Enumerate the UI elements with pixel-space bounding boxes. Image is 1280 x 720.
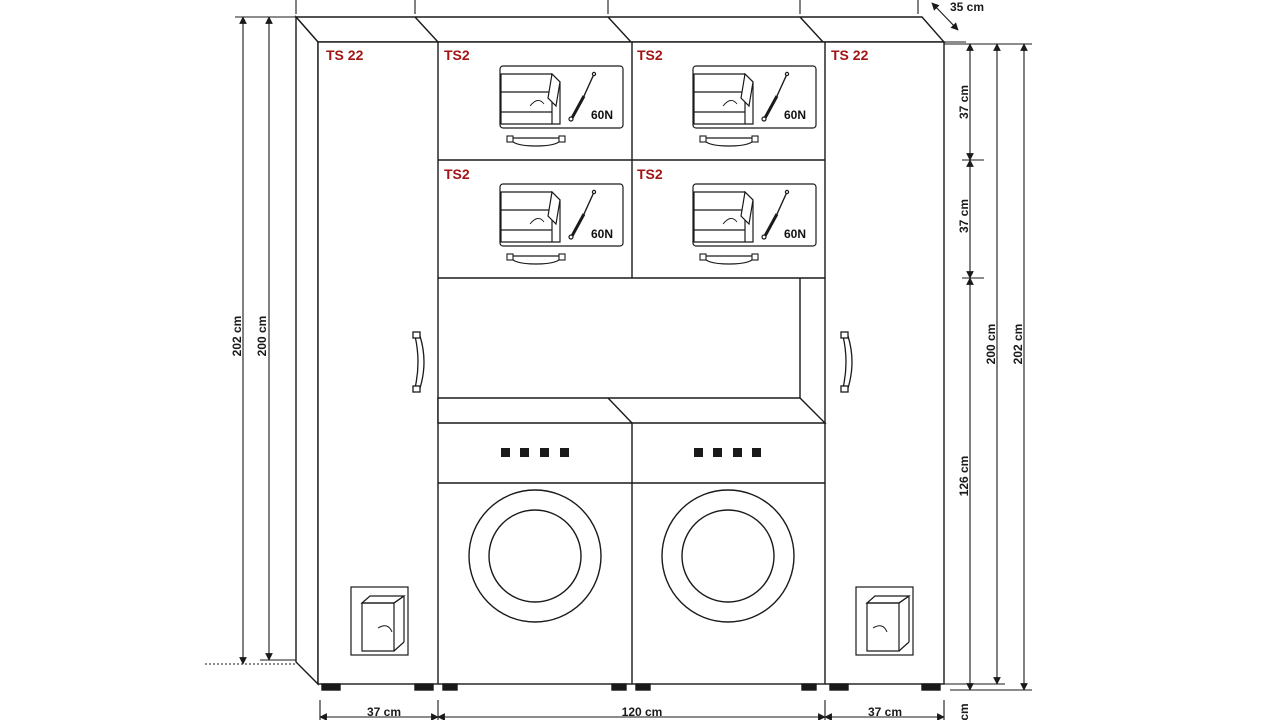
- washing-machine-icon: [468, 448, 602, 623]
- right-middle-cabinet-dimension: 37 cm: [957, 199, 971, 233]
- foot: [829, 683, 849, 691]
- right-body-height-dimension: 200 cm: [984, 324, 998, 365]
- washer-shelf: [437, 397, 827, 424]
- handle-icon: [699, 253, 759, 265]
- gas-strut-force-label: 60N: [591, 108, 613, 122]
- handle-icon: [506, 135, 566, 147]
- left-side-panel: [295, 15, 319, 686]
- gas-strut-icon: [568, 71, 597, 122]
- gas-strut-icon: [568, 189, 597, 240]
- bottom-corner-dimension: cm: [957, 703, 971, 720]
- top-right-cabinet-label: TS2: [637, 47, 663, 63]
- handle-icon: [506, 253, 566, 265]
- right-upper-cabinet-dimension: 37 cm: [957, 85, 971, 119]
- lift-up-door-icon: [350, 586, 409, 656]
- lift-up-door-icon: [855, 586, 914, 656]
- bottom-right-width-dimension: 37 cm: [868, 705, 902, 719]
- top-left-cabinet-label: TS2: [444, 47, 470, 63]
- bottom-center-width-dimension: 120 cm: [622, 705, 663, 719]
- gas-strut-icon: [761, 189, 790, 240]
- lift-up-door-icon: [693, 190, 754, 243]
- washing-machine-icon: [661, 448, 795, 623]
- left-total-height-dimension: 202 cm: [230, 316, 244, 357]
- middle-right-cabinet-label: TS2: [637, 166, 663, 182]
- lift-up-door-icon: [693, 72, 754, 125]
- lift-up-cabinet-inset: [692, 65, 817, 129]
- lift-up-door-icon: [500, 72, 561, 125]
- right-total-height-dimension: 202 cm: [1011, 324, 1025, 365]
- foot: [414, 683, 434, 691]
- middle-left-cabinet-label: TS2: [444, 166, 470, 182]
- depth-dimension: 35 cm: [950, 0, 984, 14]
- handle-icon: [699, 135, 759, 147]
- lift-up-door-icon: [500, 190, 561, 243]
- left-body-height-dimension: 200 cm: [255, 316, 269, 357]
- foot: [635, 683, 651, 691]
- handle-icon: [840, 331, 853, 393]
- lift-up-cabinet-inset: [499, 183, 624, 247]
- foot: [801, 683, 817, 691]
- foot: [611, 683, 627, 691]
- gas-strut-force-label: 60N: [784, 108, 806, 122]
- gas-strut-force-label: 60N: [591, 227, 613, 241]
- handle-icon: [412, 331, 425, 393]
- bottom-left-width-dimension: 37 cm: [367, 705, 401, 719]
- dimension-lines: [205, 0, 1032, 720]
- foot: [442, 683, 458, 691]
- left-tall-unit-label: TS 22: [326, 47, 364, 63]
- gas-strut-icon: [761, 71, 790, 122]
- foot: [921, 683, 941, 691]
- gas-strut-force-label: 60N: [784, 227, 806, 241]
- right-tall-unit-label: TS 22: [831, 47, 869, 63]
- foot: [321, 683, 341, 691]
- lift-up-cabinet-inset: [499, 65, 624, 129]
- right-lower-section-dimension: 126 cm: [957, 456, 971, 497]
- lift-up-cabinet-inset: [692, 183, 817, 247]
- cabinet-insets: [499, 65, 817, 265]
